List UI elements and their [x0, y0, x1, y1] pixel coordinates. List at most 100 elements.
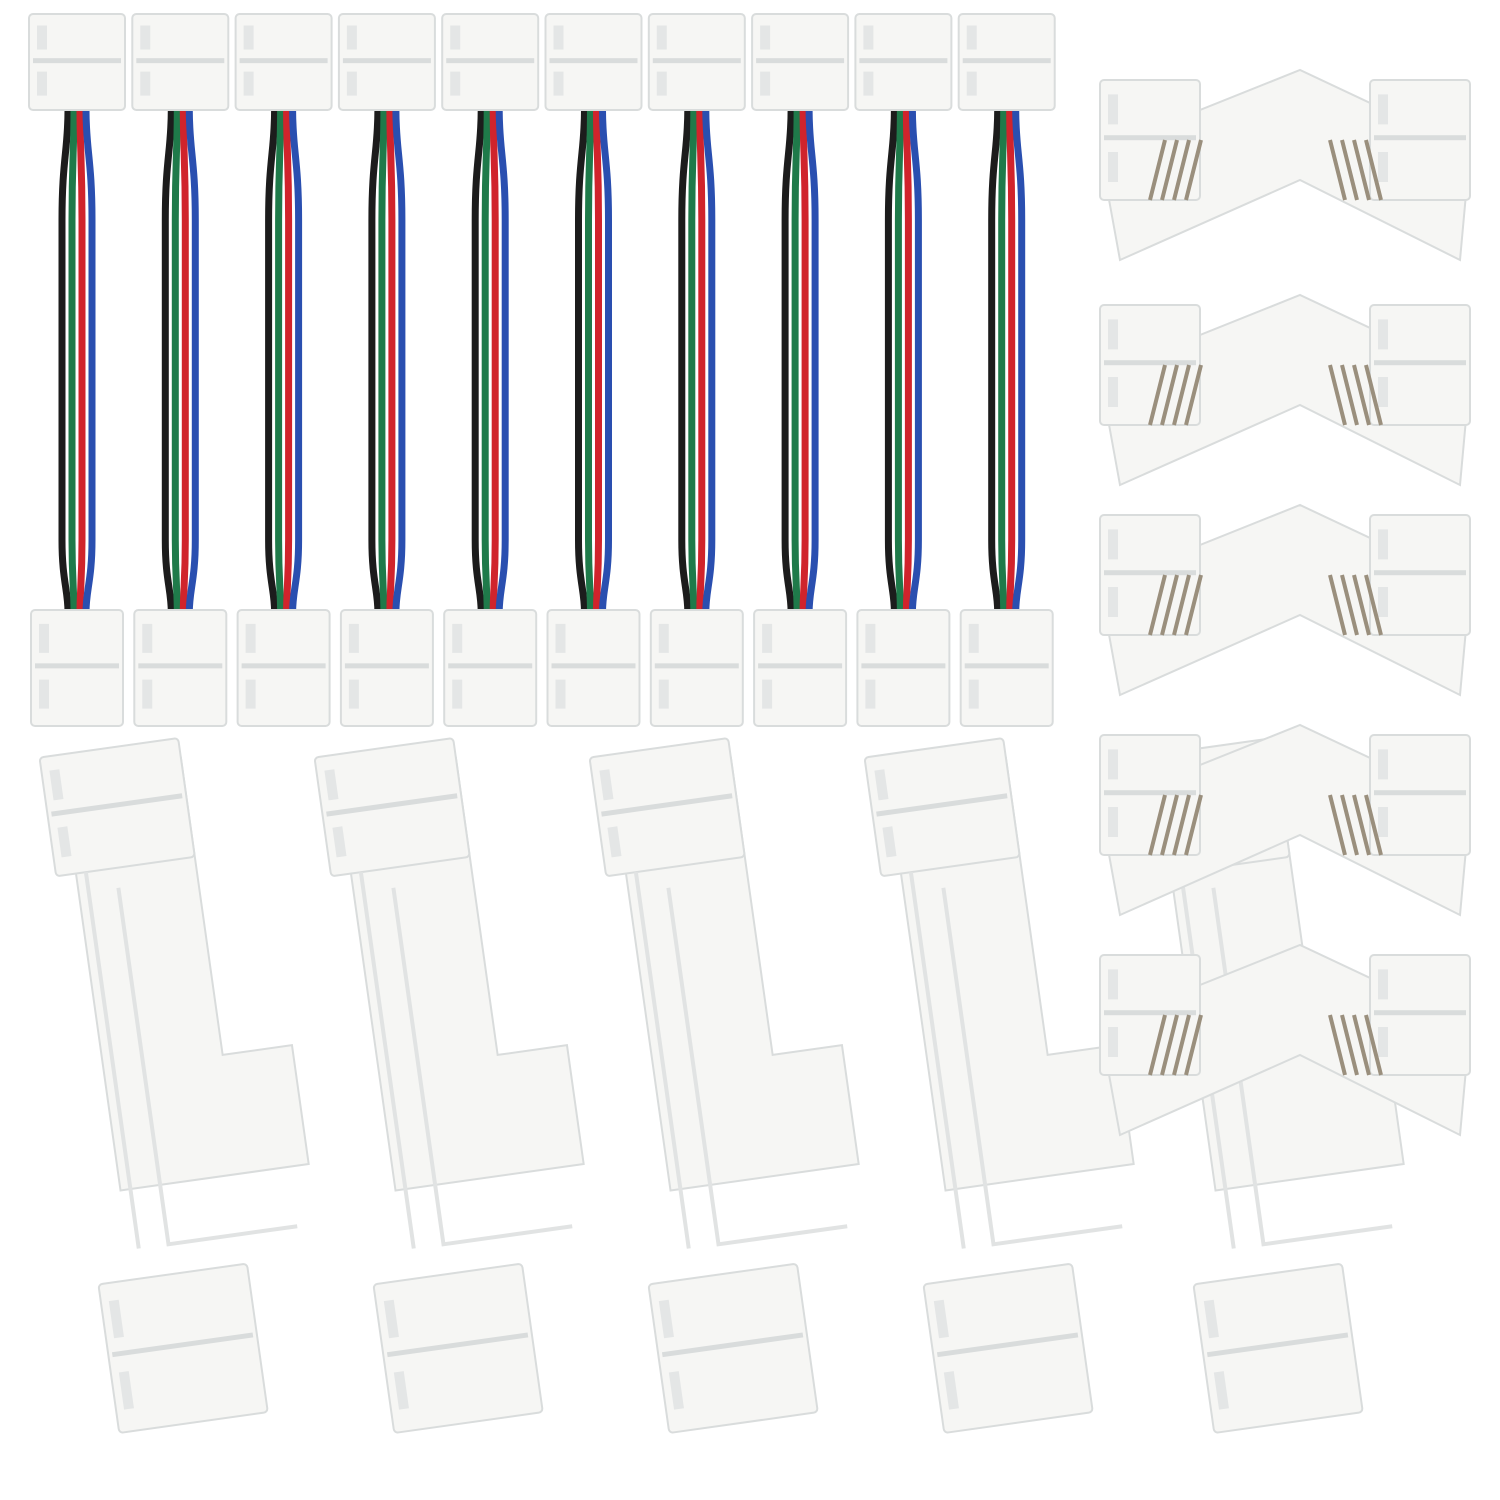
bottom-clip-connector: [753, 609, 848, 727]
metal-pin: [1352, 1014, 1371, 1076]
clip-latch: [1378, 969, 1388, 1000]
cable: [234, 13, 333, 727]
metal-pin: [1352, 794, 1371, 856]
clip-groove: [342, 58, 431, 64]
wire: [289, 109, 303, 613]
clip-groove: [386, 1332, 529, 1358]
clip-latch: [346, 25, 357, 50]
metal-pin: [1328, 364, 1347, 426]
clip-latch: [1378, 152, 1388, 182]
wire: [171, 109, 181, 613]
wire: [791, 109, 801, 613]
clip-latch: [1108, 587, 1118, 617]
clip-groove: [1104, 1010, 1196, 1016]
l-clip-bottom: [922, 1263, 1094, 1434]
clip-latch: [108, 1299, 124, 1339]
clip-groove: [241, 663, 326, 669]
corner-clip-right: [1369, 734, 1471, 856]
l-ridge: [83, 871, 298, 1249]
metal-pin: [1328, 574, 1347, 636]
clip-latch: [555, 679, 566, 709]
clip-latch: [966, 71, 977, 96]
bottom-clip-connector: [30, 609, 124, 727]
clip-latch: [1378, 529, 1388, 560]
metal-pin: [1364, 794, 1383, 856]
clip-groove: [448, 663, 533, 669]
clip-groove: [111, 1332, 254, 1358]
wire: [702, 109, 716, 613]
clip-latch: [324, 769, 339, 801]
corner-clip-left: [1099, 514, 1201, 636]
wire: [998, 109, 1008, 613]
corner-clip-right: [1369, 514, 1471, 636]
clip-latch: [39, 679, 49, 709]
clip-latch: [658, 1299, 674, 1339]
top-clip-connector: [544, 13, 643, 111]
l-clip-bottom: [1192, 1263, 1364, 1434]
clip-groove: [1104, 790, 1196, 796]
clip-groove: [138, 663, 223, 669]
wire: [82, 109, 96, 613]
clip-latch: [760, 71, 771, 96]
metal-pin: [1340, 574, 1359, 636]
corner-connectors-with-pins: [1098, 68, 1472, 1137]
metal-pin: [1172, 1014, 1191, 1076]
metal-pin: [1184, 364, 1203, 426]
wire: [781, 109, 795, 613]
clip-body: [372, 1263, 544, 1434]
clip-latch: [968, 623, 979, 653]
clip-latch: [452, 679, 463, 709]
metal-pin: [1148, 574, 1167, 636]
clip-latch: [1108, 969, 1118, 1000]
clip-latch: [599, 769, 614, 801]
clip-groove: [1374, 135, 1466, 141]
l-clip-top: [38, 737, 196, 877]
clip-latch: [450, 25, 461, 50]
wire: [283, 109, 293, 613]
wire: [599, 109, 612, 613]
l-clip-bottom: [372, 1263, 544, 1434]
metal-pin: [1328, 794, 1347, 856]
clip-groove: [1374, 1010, 1466, 1016]
bottom-clip-connector: [443, 609, 538, 727]
cable: [28, 13, 126, 727]
corner-clip-right: [1369, 79, 1471, 201]
top-clip-connector: [854, 13, 953, 111]
clip-groove: [326, 793, 458, 817]
metal-pin: [1172, 574, 1191, 636]
l-connector: [863, 737, 1135, 1434]
wire: [275, 109, 285, 613]
metal-pin: [1172, 794, 1191, 856]
clip-latch: [118, 1371, 134, 1410]
clip-latch: [1378, 807, 1388, 837]
wire: [1006, 109, 1016, 613]
clip-latch: [57, 826, 72, 858]
clip-latch: [656, 71, 667, 96]
clip-latch: [243, 71, 254, 96]
clip-latch: [243, 25, 254, 50]
clip-latch: [1203, 1299, 1219, 1339]
wire: [696, 109, 706, 613]
wire: [392, 109, 406, 613]
clip-groove: [936, 1332, 1079, 1358]
clip-groove: [239, 58, 328, 64]
metal-pin: [1340, 364, 1359, 426]
top-clip-connector: [337, 13, 436, 111]
top-clip-connector: [441, 13, 540, 111]
corner-clip-left: [1099, 304, 1201, 426]
wire: [575, 109, 588, 613]
wire: [902, 109, 912, 613]
wire: [593, 109, 602, 613]
cable: [647, 13, 746, 727]
clip-latch: [656, 25, 667, 50]
clip-latch: [1108, 319, 1118, 350]
wire: [688, 109, 698, 613]
clip-latch: [1108, 94, 1118, 125]
metal-pin: [1184, 139, 1203, 201]
clip-body: [97, 1263, 269, 1434]
clip-latch: [863, 25, 874, 50]
l-connector: [588, 737, 860, 1434]
wire: [678, 109, 692, 613]
clip-latch: [332, 826, 347, 858]
l-ridge: [633, 871, 848, 1249]
